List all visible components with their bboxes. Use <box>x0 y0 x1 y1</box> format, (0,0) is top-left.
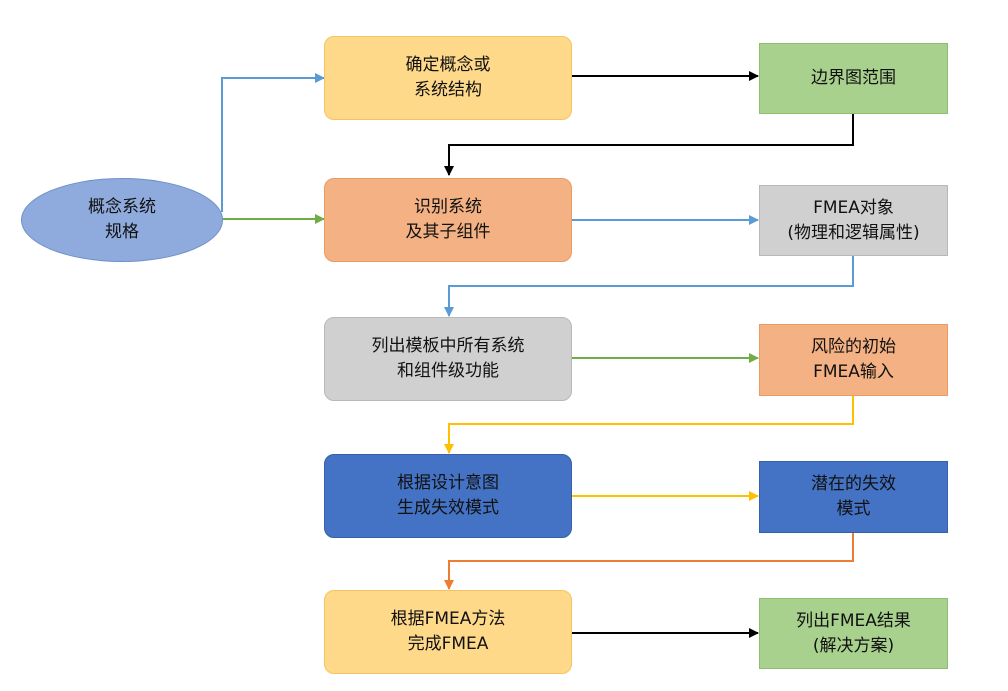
fmea-object-line-2: (物理和逻辑属性) <box>787 222 920 243</box>
initial-risk-line-2: FMEA输入 <box>813 362 894 382</box>
arrow-spec-to-concept <box>221 73 325 212</box>
identify-system-line-2: 及其子组件 <box>405 222 491 242</box>
arrow-potential-to-complete <box>444 533 854 590</box>
concept-spec-node: 概念系统 规格 <box>21 178 223 262</box>
arrow-object-to-functions <box>444 256 854 317</box>
fmea-object-node: FMEA对象 (物理和逻辑属性) <box>759 185 948 256</box>
concept-spec-line-1: 概念系统 <box>88 197 156 217</box>
arrow-boundary-to-identify <box>444 114 854 176</box>
complete-fmea-line-2: 完成FMEA <box>407 634 489 654</box>
identify-system-node: 识别系统 及其子组件 <box>324 178 572 262</box>
potential-failure-line-2: 模式 <box>836 499 871 519</box>
identify-system-line-1: 识别系统 <box>414 197 482 217</box>
list-results-node: 列出FMEA结果 (解决方案) <box>759 598 948 669</box>
initial-risk-line-1: 风险的初始 <box>811 337 896 357</box>
initial-risk-node: 风险的初始 FMEA输入 <box>759 324 948 396</box>
fmea-object-line-1: FMEA对象 <box>813 197 894 218</box>
generate-failure-line-2: 生成失效模式 <box>397 498 499 518</box>
complete-fmea-line-1: 根据FMEA方法 <box>390 609 506 629</box>
list-results-line-1: 列出FMEA结果 <box>796 610 911 631</box>
list-functions-node: 列出模板中所有系统 和组件级功能 <box>324 317 572 401</box>
potential-failure-line-1: 潜在的失效 <box>811 474 896 494</box>
generate-failure-line-1: 根据设计意图 <box>397 473 499 493</box>
potential-failure-node: 潜在的失效 模式 <box>759 461 948 533</box>
boundary-diagram-node: 边界图范围 <box>759 43 948 114</box>
boundary-diagram-line-1: 边界图范围 <box>811 68 896 88</box>
list-results-line-2: (解决方案) <box>812 635 895 656</box>
list-functions-line-1: 列出模板中所有系统 <box>371 336 525 356</box>
define-concept-node: 确定概念或 系统结构 <box>324 36 572 120</box>
arrow-risk-to-generate <box>444 396 854 454</box>
define-concept-line-2: 系统结构 <box>414 80 482 100</box>
list-functions-line-2: 和组件级功能 <box>397 361 499 381</box>
define-concept-line-1: 确定概念或 <box>405 55 491 75</box>
concept-spec-line-2: 规格 <box>105 222 139 242</box>
generate-failure-node: 根据设计意图 生成失效模式 <box>324 454 572 538</box>
complete-fmea-node: 根据FMEA方法 完成FMEA <box>324 590 572 674</box>
